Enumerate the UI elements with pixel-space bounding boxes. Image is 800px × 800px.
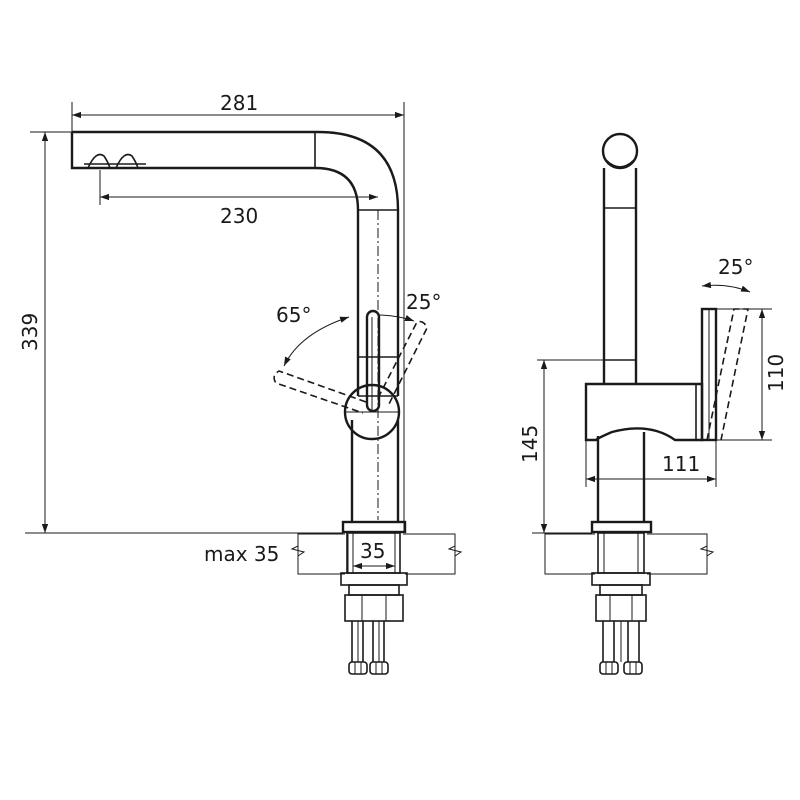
side-spout-tube xyxy=(602,168,638,384)
dim-total-reach: 281 xyxy=(220,91,258,115)
front-lever-forward-dashed xyxy=(273,370,367,414)
front-base-column xyxy=(350,420,400,522)
front-view: 65° 25° 281 xyxy=(18,91,463,675)
front-base-flange xyxy=(341,520,407,534)
side-base-column xyxy=(596,432,646,522)
angle-forward-label: 65° xyxy=(276,303,311,327)
side-countertop xyxy=(544,530,715,578)
side-supply-hoses xyxy=(591,532,651,675)
side-body xyxy=(584,382,704,442)
front-lever-back-dashed xyxy=(377,320,428,405)
aerator-icon xyxy=(84,153,146,169)
side-lever-tilted-dashed xyxy=(706,308,749,441)
front-lever xyxy=(365,309,381,413)
dim-total-height: 339 xyxy=(18,313,42,351)
dim-body-depth: 111 xyxy=(662,452,700,476)
side-base-flange xyxy=(590,520,653,534)
front-spout-tube xyxy=(70,130,400,396)
side-view: 25° 110 xyxy=(518,132,788,675)
angle-back-label: 25° xyxy=(406,290,441,314)
side-spout-head xyxy=(601,132,639,170)
dim-body-height: 145 xyxy=(518,425,542,463)
dim-hole-diameter: 35 xyxy=(360,539,385,563)
side-angle-label: 25° xyxy=(718,255,753,279)
dim-spout-reach: 230 xyxy=(220,204,258,228)
max-counter-label: max 35 xyxy=(204,542,279,566)
dim-handle-height: 110 xyxy=(764,354,788,392)
